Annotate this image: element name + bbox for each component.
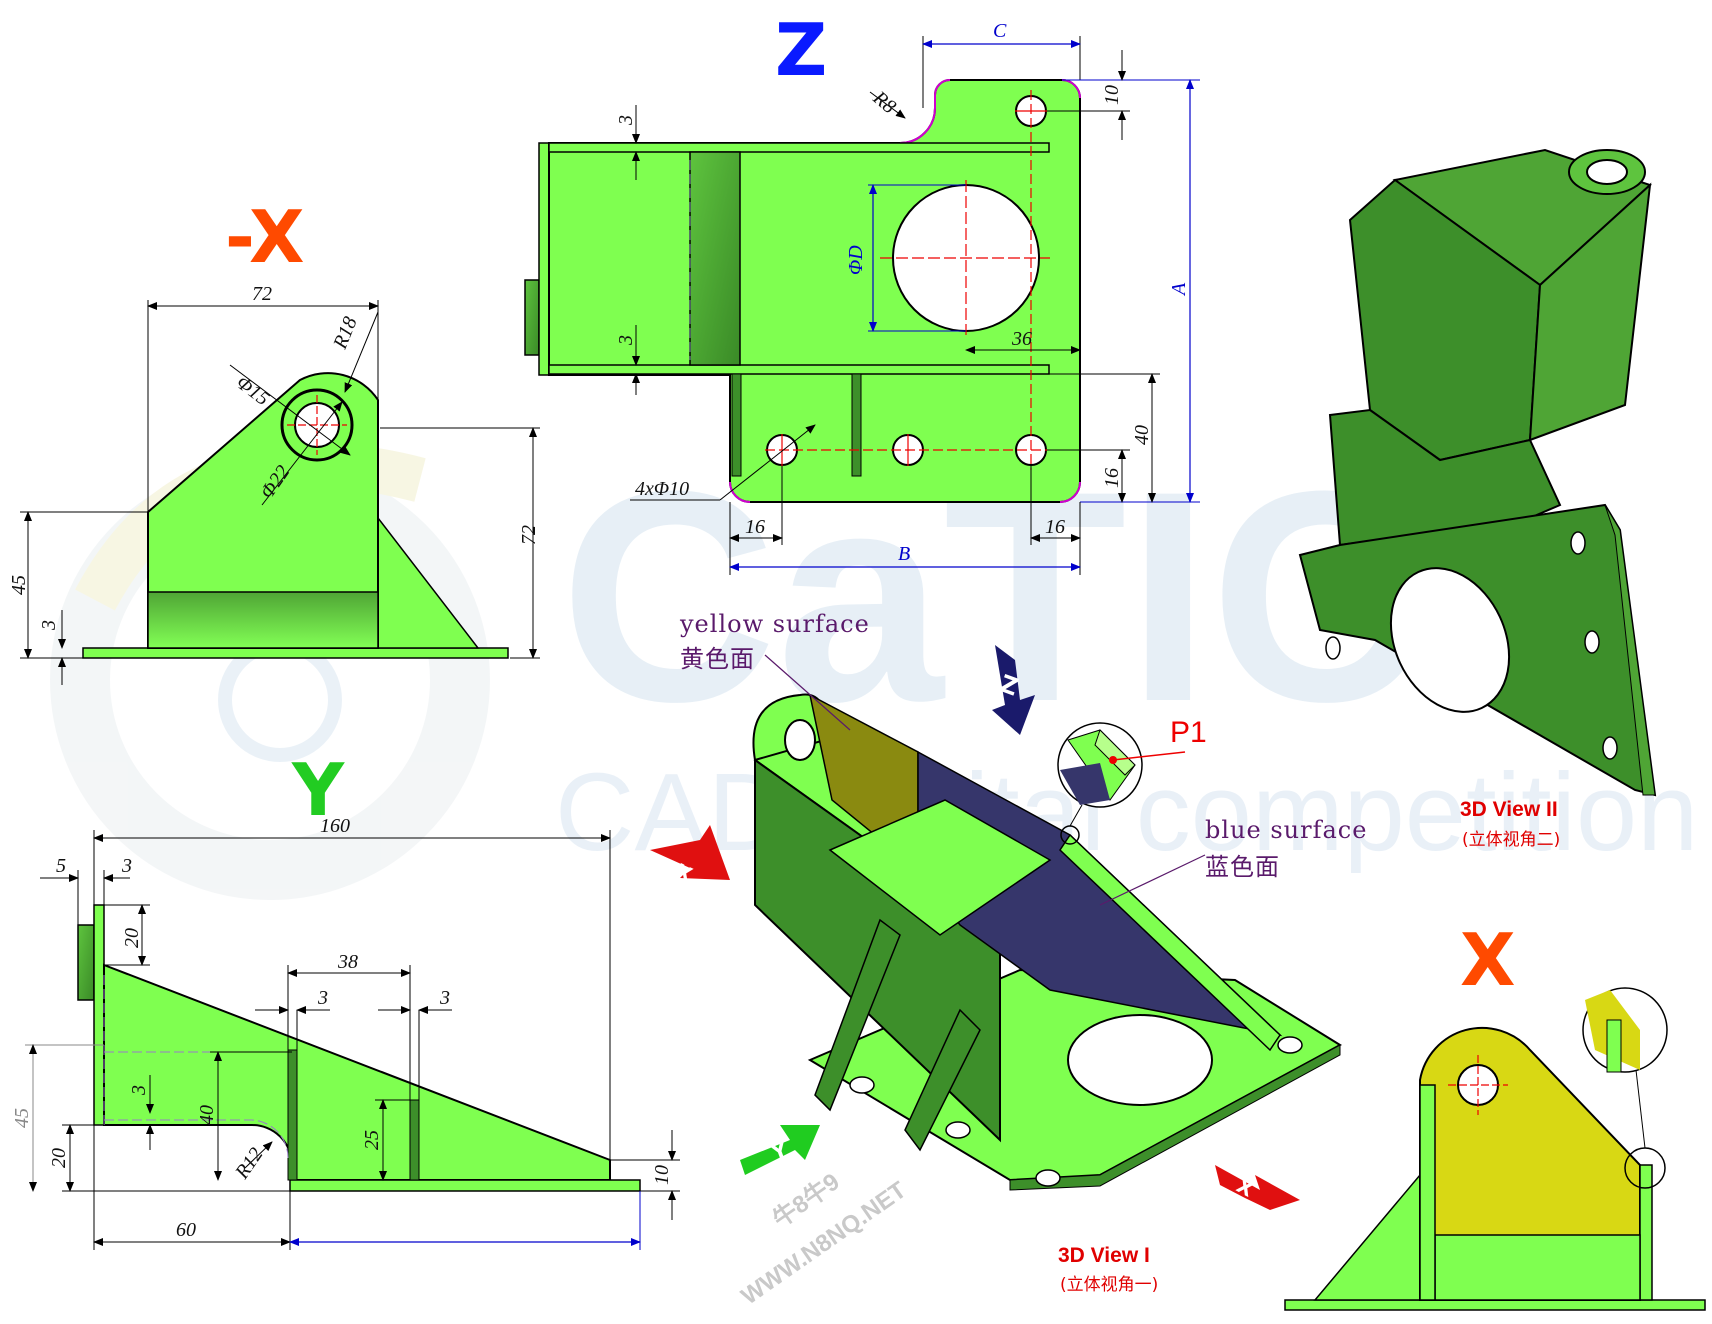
view-x [1284, 987, 1706, 1311]
label-minus-x: -X [225, 195, 305, 279]
upper-rib [548, 142, 1050, 153]
dim-total: 160 [320, 815, 350, 837]
view-3d-2-subtitle: (立体视角二) [1462, 830, 1560, 850]
dim-r12: R12 [231, 1144, 268, 1184]
blue-surface-cn: 蓝色面 [1205, 853, 1280, 881]
view-3d-2: 3D View II (立体视角二) [1298, 148, 1657, 850]
dim-d10: 10 [651, 1165, 673, 1185]
dim-left16: 16 [745, 516, 765, 538]
dim-right16: 16 [1045, 516, 1065, 538]
dim-d3b: 3 [317, 987, 328, 1009]
dim-holes: 4xΦ10 [635, 478, 689, 500]
dim-hole: Φ15 [232, 371, 273, 410]
base-edge [1009, 1044, 1341, 1191]
dim-d20a: 20 [121, 928, 143, 948]
gusset-front [814, 918, 901, 1112]
dim-radius: R18 [329, 314, 362, 353]
base-plate [82, 647, 509, 659]
dim-thickness: 3 [38, 620, 60, 631]
dim-height-45: 45 [8, 575, 30, 595]
side-plate-shade [147, 591, 379, 649]
p1-zoom-callout [1057, 722, 1186, 808]
side-profile [103, 963, 611, 1181]
left-flange [1419, 1084, 1436, 1301]
view-3d-2-title: 3D View II [1460, 798, 1558, 821]
yellow-surface-en: yellow surface [679, 610, 870, 638]
dim-d45: 45 [11, 1108, 33, 1128]
view-z: C R8 10 3 3 ΦD 36 A 40 16 4xΦ10 16 [524, 20, 1200, 575]
big-bore [1389, 567, 1511, 713]
left-tab [524, 279, 540, 356]
label-y: Y [291, 748, 345, 832]
base-plate [1284, 1299, 1706, 1311]
dim-r8: R8 [868, 86, 900, 118]
rib-a [287, 1049, 298, 1181]
dim-a: A [1168, 282, 1190, 297]
x-zoom-callout [1582, 987, 1668, 1189]
label-x: X [1460, 918, 1516, 1002]
view-3d-1-title: 3D View I [1058, 1244, 1150, 1267]
top-face [828, 799, 1052, 936]
gusset-front-2 [904, 1008, 981, 1152]
dim-height-total: 72 [518, 525, 540, 545]
dim-d3a: 3 [121, 855, 132, 877]
dim-d25: 25 [361, 1130, 383, 1150]
dim-rib-bottom: 3 [615, 335, 637, 346]
right-flange [1639, 1164, 1653, 1301]
dim-top-edge: 10 [1101, 85, 1123, 105]
dim-bore: ΦD [845, 245, 867, 275]
arrow-x-icon: X [1215, 1165, 1300, 1210]
tower-right [1528, 182, 1652, 442]
dim-width: 72 [252, 283, 272, 305]
right-rib [1059, 833, 1281, 1052]
view-3d-1: P1 yellow surface 黄色面 blue surface 蓝色面 Z… [650, 610, 1367, 1295]
dim-b: B [898, 543, 910, 565]
base-plate [289, 1179, 641, 1192]
dim-d3c: 3 [439, 987, 450, 1009]
mount-plate-edge [1604, 504, 1656, 796]
arrow-z-down-icon: Z [992, 645, 1035, 735]
dim-h40: 40 [1131, 425, 1153, 445]
dim-d60: 60 [176, 1219, 196, 1241]
boss-side [77, 924, 95, 1001]
dim-c: C [993, 20, 1007, 42]
rib-b [409, 1099, 420, 1181]
dim-d20b: 20 [48, 1148, 70, 1168]
boss-hole [784, 719, 816, 761]
small-rib-left [731, 373, 742, 477]
dim-bore-offset: 36 [1011, 328, 1032, 350]
dim-d5: 5 [56, 855, 66, 877]
view-minus-x: 72 Φ15 R18 Φ22 72 45 3 [8, 283, 540, 685]
left-flange [538, 142, 550, 376]
dim-d38: 38 [337, 951, 358, 973]
label-z: Z [775, 8, 827, 92]
view-3d-1-subtitle: (立体视角一) [1060, 1275, 1158, 1295]
dim-rib-top: 3 [615, 115, 637, 126]
dim-d40: 40 [196, 1105, 218, 1125]
lower-band [1434, 1234, 1641, 1301]
center-rib [689, 151, 741, 366]
dim-d3d: 3 [128, 1085, 150, 1096]
small-rib-mid [851, 373, 862, 477]
yellow-surface-cn: 黄色面 [680, 645, 755, 673]
big-bore [1067, 1014, 1213, 1106]
blue-surface-en: blue surface [1205, 816, 1367, 844]
lower-rib [548, 364, 1050, 375]
arrow-y-icon: Y [740, 1125, 820, 1175]
p1-label: P1 [1170, 716, 1207, 749]
gusset [1313, 1172, 1421, 1301]
dim-h16: 16 [1101, 468, 1123, 488]
view-y: 160 5 3 20 38 3 3 45 40 3 20 [11, 815, 680, 1250]
vertical-plate [93, 904, 105, 1126]
site-stamp: 牛8牛9 WWW.N8NQ.NET [736, 1168, 911, 1310]
